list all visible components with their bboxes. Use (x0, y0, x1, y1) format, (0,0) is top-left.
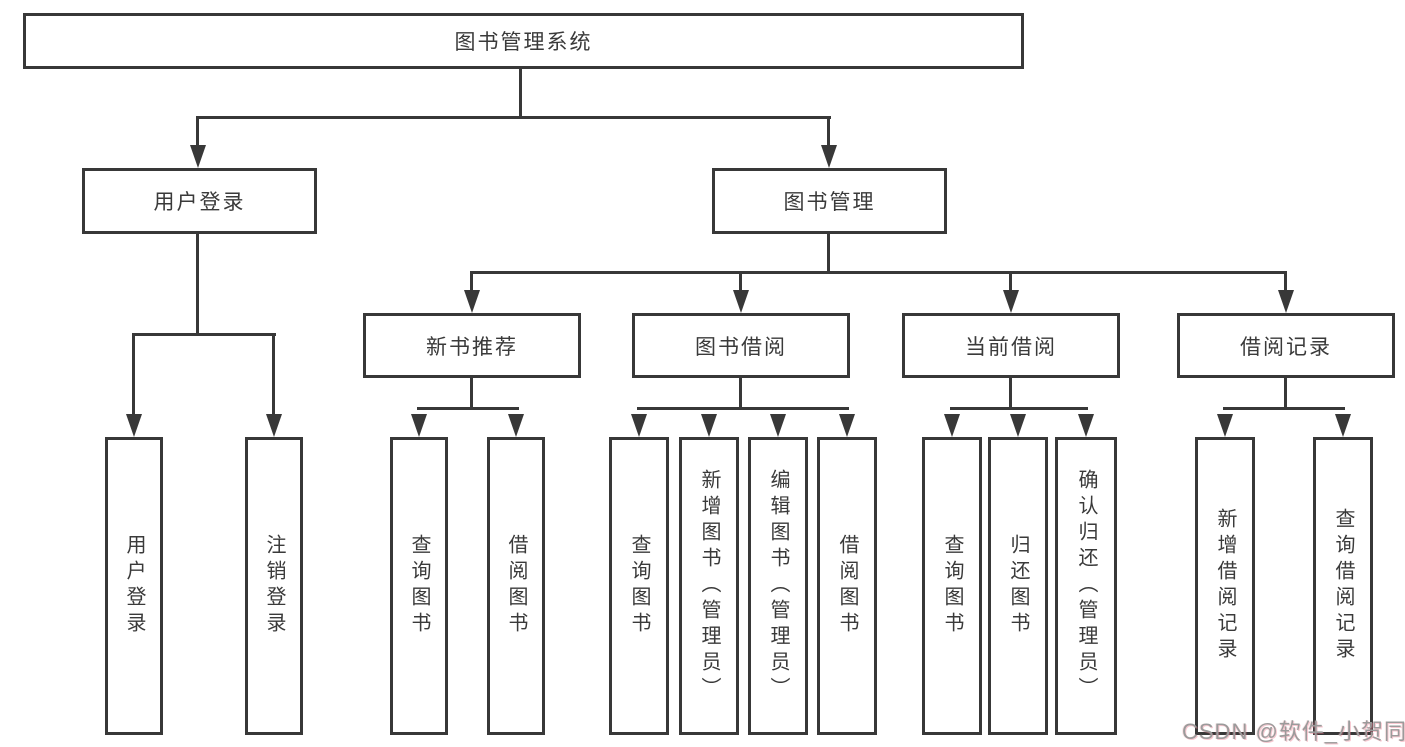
leaf-add-borrow-record: 新增借阅记录 (1195, 437, 1255, 735)
node-label: 查询借阅记录 (1332, 508, 1354, 664)
node-new-book-recommend: 新书推荐 (363, 313, 581, 378)
connector-line (1284, 271, 1287, 293)
node-label: 图书借阅 (695, 335, 787, 359)
connector-line (1284, 378, 1287, 410)
connector-line (470, 271, 1287, 274)
node-label: 新增图书（管理员） (698, 469, 720, 703)
connector-line (1009, 271, 1012, 293)
arrow-down-icon (266, 414, 282, 437)
connector-line (827, 234, 830, 274)
arrow-down-icon (1278, 290, 1294, 313)
connector-line (739, 378, 742, 410)
node-label: 用户登录 (153, 191, 246, 214)
connector-line (196, 116, 199, 148)
node-label: 新增借阅记录 (1214, 508, 1236, 664)
node-book-borrow: 图书借阅 (632, 313, 850, 378)
connector-line (132, 333, 135, 416)
arrow-down-icon (770, 414, 786, 437)
connector-line (1223, 407, 1345, 410)
leaf-borrow-book-1: 借阅图书 (487, 437, 545, 735)
node-root: 图书管理系统 (23, 13, 1024, 69)
node-label: 查询图书 (628, 534, 650, 638)
node-borrow-record: 借阅记录 (1177, 313, 1395, 378)
arrow-down-icon (1010, 414, 1026, 437)
arrow-down-icon (508, 414, 524, 437)
leaf-edit-book-admin: 编辑图书（管理员） (748, 437, 808, 735)
connector-line (950, 407, 1088, 410)
connector-line (739, 271, 742, 293)
node-label: 查询图书 (941, 534, 963, 638)
leaf-return-book: 归还图书 (988, 437, 1048, 735)
connector-line (1009, 378, 1012, 410)
leaf-confirm-return-admin: 确认归还（管理员） (1055, 437, 1117, 735)
arrow-down-icon (944, 414, 960, 437)
arrow-down-icon (839, 414, 855, 437)
leaf-query-book-3: 查询图书 (922, 437, 982, 735)
node-label: 当前借阅 (965, 335, 1057, 359)
leaf-add-book-admin: 新增图书（管理员） (679, 437, 739, 735)
arrow-down-icon (1335, 414, 1351, 437)
connector-line (196, 116, 831, 119)
connector-line (519, 69, 522, 119)
node-label: 用户登录 (123, 534, 145, 638)
node-label: 借阅图书 (836, 534, 858, 638)
arrow-down-icon (411, 414, 427, 437)
node-label: 图书管理系统 (454, 31, 593, 54)
leaf-query-book-2: 查询图书 (609, 437, 669, 735)
node-label: 新书推荐 (426, 335, 518, 359)
connector-line (470, 378, 473, 410)
node-label: 归还图书 (1007, 534, 1029, 638)
leaf-query-borrow-record: 查询借阅记录 (1313, 437, 1373, 735)
node-user-login: 用户登录 (82, 168, 317, 234)
arrow-down-icon (701, 414, 717, 437)
arrow-down-icon (631, 414, 647, 437)
node-label: 确认归还（管理员） (1075, 469, 1097, 703)
connector-line (417, 407, 519, 410)
connector-line (637, 407, 849, 410)
arrow-down-icon (1078, 414, 1094, 437)
arrow-down-icon (733, 290, 749, 313)
node-label: 注销登录 (263, 534, 285, 638)
csdn-watermark: CSDN @软件_小贺同学 (1182, 719, 1405, 744)
leaf-query-book-1: 查询图书 (390, 437, 448, 735)
connector-line (132, 333, 276, 336)
arrow-down-icon (464, 290, 480, 313)
connector-line (470, 271, 473, 293)
arrow-down-icon (126, 414, 142, 437)
connector-line (827, 116, 830, 148)
node-current-borrow: 当前借阅 (902, 313, 1120, 378)
node-label: 编辑图书（管理员） (767, 469, 789, 703)
node-label: 图书管理 (783, 191, 876, 214)
arrow-down-icon (190, 145, 206, 168)
connector-line (196, 234, 199, 336)
arrow-down-icon (1003, 290, 1019, 313)
leaf-logout: 注销登录 (245, 437, 303, 735)
connector-line (272, 333, 275, 416)
node-label: 借阅图书 (505, 534, 527, 638)
node-label: 借阅记录 (1240, 335, 1332, 359)
arrow-down-icon (1217, 414, 1233, 437)
arrow-down-icon (821, 145, 837, 168)
node-book-management: 图书管理 (712, 168, 947, 234)
node-label: 查询图书 (408, 534, 430, 638)
leaf-borrow-book-2: 借阅图书 (817, 437, 877, 735)
leaf-user-login: 用户登录 (105, 437, 163, 735)
